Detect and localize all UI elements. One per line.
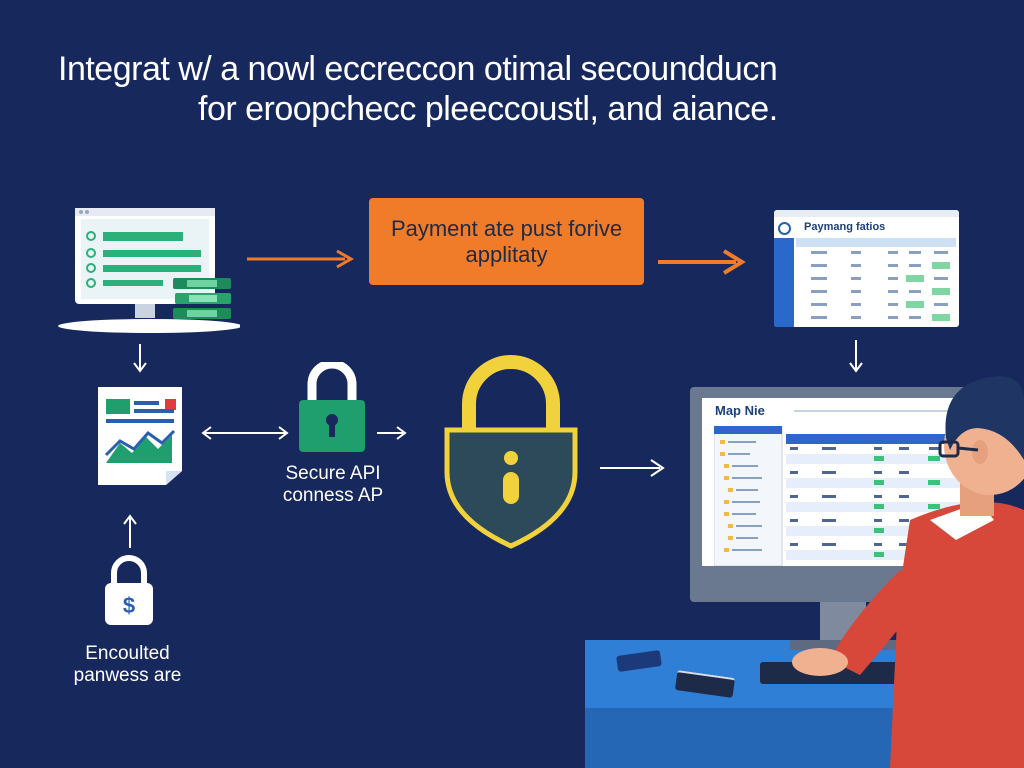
process-box-line-1: Payment ate pust forive (390, 215, 623, 241)
payment-process-box: Payment ate pust forive applitaty (369, 198, 644, 285)
process-box-line-2: applitaty (465, 241, 548, 267)
arrow-down-icon (133, 344, 147, 373)
logo-icon (778, 222, 791, 235)
encrypted-label: Encoulted panwess are (55, 643, 200, 687)
encrypted-line-2: panwess are (73, 665, 182, 686)
secure-api-label: Secure API conness AP (272, 463, 394, 507)
encrypted-line-1: Encoulted (85, 643, 170, 664)
report-document-icon (98, 387, 182, 485)
dollar-lock-icon: $ (105, 555, 153, 625)
arrow-right-icon (600, 459, 665, 477)
arrow-right-icon (658, 249, 746, 275)
payment-dashboard-panel: Paymang fatios (774, 210, 959, 327)
laptop-checklist-icon (58, 208, 240, 333)
monitor-screen: Map Nie (702, 398, 978, 566)
lock-icon (299, 362, 365, 452)
dashboard-title: Paymang fatios (804, 221, 886, 233)
double-arrow-icon (201, 426, 289, 440)
arrow-right-icon (377, 426, 407, 440)
payment-table (796, 238, 956, 321)
dollar-glyph: $ (123, 593, 135, 618)
secure-api-line-1: Secure API (285, 463, 381, 484)
shield-lock-icon (444, 355, 578, 549)
person-illustration (792, 376, 1024, 768)
arrow-up-icon (123, 514, 137, 548)
headline-line-2: for eroopchecc pleeccoustl, and aiance. (198, 90, 778, 128)
headline-line-1: Integrat w/ a nowl eccreccon otimal seco… (58, 50, 778, 88)
arrow-right-icon (247, 249, 355, 269)
secure-api-line-2: conness AP (282, 485, 384, 506)
monitor-data-table (714, 426, 978, 566)
arrow-down-icon (849, 340, 863, 373)
monitor-app-title: Map Nie (715, 403, 765, 418)
